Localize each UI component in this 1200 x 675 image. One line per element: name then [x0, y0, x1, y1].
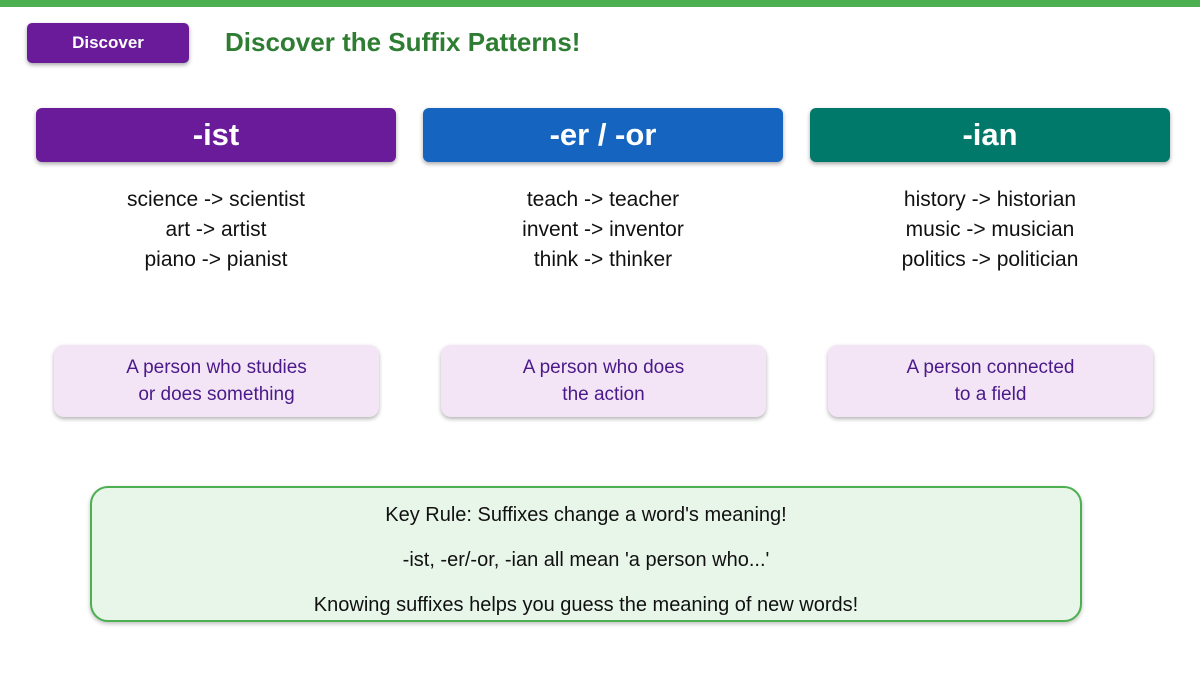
meaning-box-ist: A person who studies or does something — [54, 345, 379, 417]
key-rule-line: Key Rule: Suffixes change a word's meani… — [385, 504, 787, 526]
example-line: think -> thinker — [533, 248, 673, 271]
meaning-line: to a field — [954, 384, 1027, 405]
example-line: science -> scientist — [127, 188, 305, 211]
example-line: invent -> inventor — [522, 218, 684, 241]
meaning-line: A person who does — [522, 357, 685, 378]
key-rule-line: Knowing suffixes helps you guess the mea… — [313, 594, 859, 616]
examples-er-or: teach -> teacher invent -> inventor thin… — [423, 185, 783, 275]
suffix-header-ian: -ian — [810, 108, 1170, 162]
suffix-header-ist: -ist — [36, 108, 396, 162]
example-line: politics -> politician — [901, 248, 1079, 271]
example-line: art -> artist — [165, 218, 267, 241]
example-line: history -> historian — [903, 188, 1077, 211]
key-rule-box: Key Rule: Suffixes change a word's meani… — [90, 486, 1082, 622]
meaning-box-er-or: A person who does the action — [441, 345, 766, 417]
page-title: Discover the Suffix Patterns! — [225, 27, 581, 57]
key-rule-line: -ist, -er/-or, -ian all mean 'a person w… — [402, 549, 770, 571]
suffix-header-er-or: -er / -or — [423, 108, 783, 162]
examples-ist: science -> scientist art -> artist piano… — [36, 185, 396, 275]
example-line: music -> musician — [905, 218, 1075, 241]
top-accent-bar — [0, 0, 1200, 7]
discover-button[interactable]: Discover — [27, 23, 189, 63]
meaning-line: A person connected — [906, 357, 1075, 378]
meaning-box-ian: A person connected to a field — [828, 345, 1153, 417]
examples-ian: history -> historian music -> musician p… — [810, 185, 1170, 275]
meaning-line: the action — [562, 384, 645, 405]
meaning-line: or does something — [138, 384, 295, 405]
example-line: teach -> teacher — [526, 188, 680, 211]
meaning-line: A person who studies — [126, 357, 307, 378]
example-line: piano -> pianist — [144, 248, 288, 271]
